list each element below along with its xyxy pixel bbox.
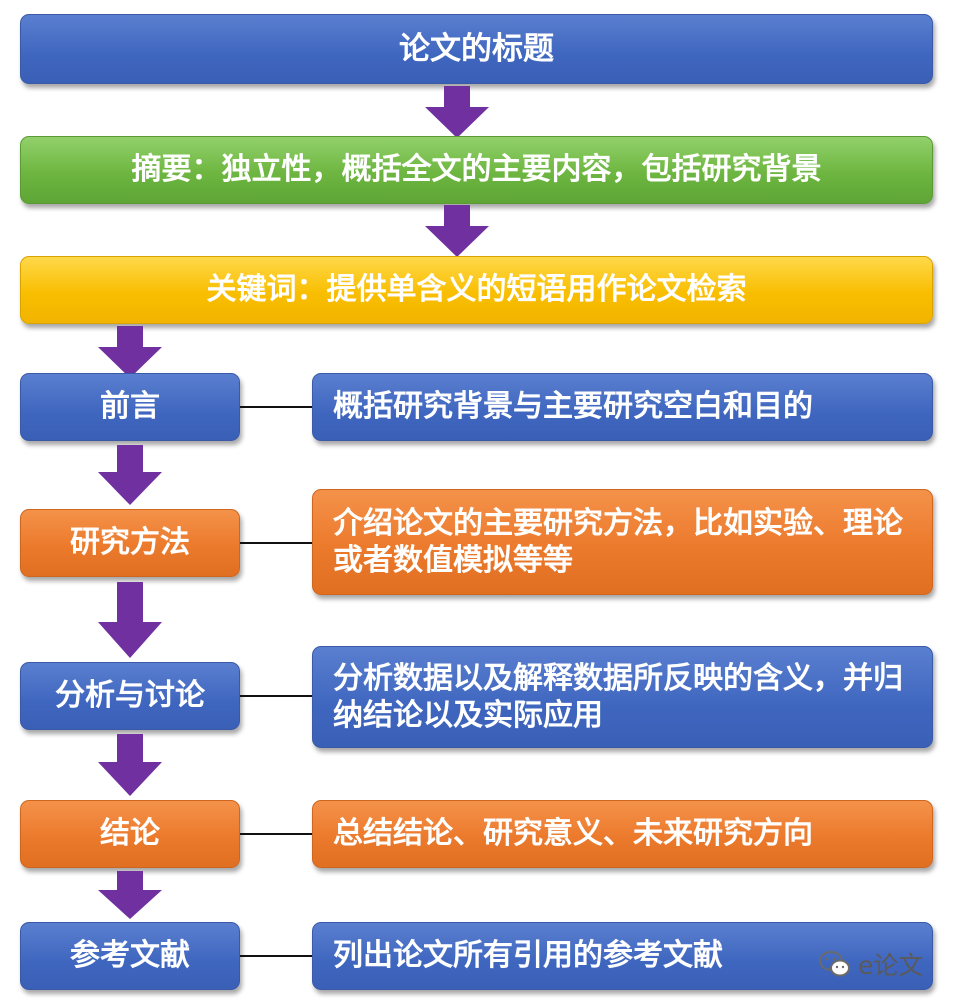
section-desc: 分析数据以及解释数据所反映的含义，并归纳结论以及实际应用 (333, 660, 903, 734)
watermark-text: e论文 (858, 951, 924, 980)
section-label-box: 研究方法 (20, 509, 240, 577)
connector-line (240, 695, 312, 697)
section-label: 分析与讨论 (55, 678, 205, 714)
section-desc-box: 介绍论文的主要研究方法，比如实验、理论或者数值模拟等等 (312, 489, 933, 595)
arrow-down-icon (98, 582, 162, 658)
arrow-down-icon (98, 445, 162, 505)
arrow-down-icon (98, 871, 162, 919)
connector-line (240, 833, 312, 835)
keywords-box: 关键词：提供单含义的短语用作论文检索 (20, 256, 933, 324)
keywords-text: 关键词：提供单含义的短语用作论文检索 (206, 272, 747, 308)
section-label: 前言 (100, 389, 160, 425)
section-desc: 介绍论文的主要研究方法，比如实验、理论或者数值模拟等等 (333, 505, 903, 579)
connector-line (240, 542, 312, 544)
section-desc-box: 总结结论、研究意义、未来研究方向 (312, 800, 933, 868)
connector-line (240, 406, 312, 408)
connector-line (240, 955, 312, 957)
watermark: e论文 (818, 946, 923, 982)
title-box: 论文的标题 (20, 14, 933, 84)
section-desc-box: 分析数据以及解释数据所反映的含义，并归纳结论以及实际应用 (312, 646, 933, 748)
section-label-box: 前言 (20, 373, 240, 441)
section-label: 参考文献 (70, 938, 190, 974)
arrow-down-icon (98, 734, 162, 796)
section-desc-box: 概括研究背景与主要研究空白和目的 (312, 373, 933, 441)
section-desc: 总结结论、研究意义、未来研究方向 (333, 816, 813, 852)
arrow-down-icon (425, 205, 489, 257)
wechat-icon (819, 951, 850, 977)
section-label-box: 分析与讨论 (20, 662, 240, 730)
section-label: 结论 (100, 816, 160, 852)
section-label-box: 结论 (20, 800, 240, 868)
section-label: 研究方法 (70, 525, 190, 561)
section-desc: 概括研究背景与主要研究空白和目的 (333, 389, 813, 425)
title-text: 论文的标题 (399, 30, 554, 67)
section-desc-box: 列出论文所有引用的参考文献 (312, 922, 933, 990)
abstract-text: 摘要：独立性，概括全文的主要内容，包括研究背景 (131, 152, 822, 188)
section-desc: 列出论文所有引用的参考文献 (333, 938, 723, 974)
abstract-box: 摘要：独立性，概括全文的主要内容，包括研究背景 (20, 136, 933, 204)
section-label-box: 参考文献 (20, 922, 240, 990)
arrow-down-icon (425, 86, 489, 138)
arrow-down-icon (98, 326, 162, 378)
